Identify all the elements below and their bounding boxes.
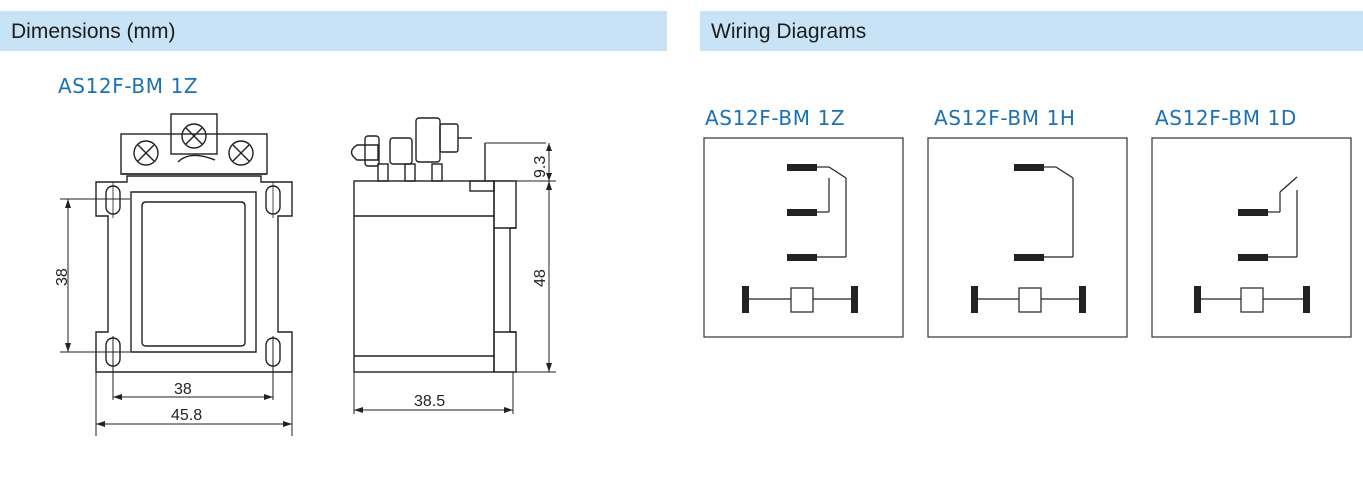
dim-side-depth: 38.5: [414, 393, 445, 410]
dimensions-header: Dimensions (mm): [0, 11, 667, 51]
dim-front-width-inner: 38: [174, 381, 192, 398]
wiring-title: Wiring Diagrams: [711, 20, 867, 43]
dim-top-height: 9.3: [532, 156, 549, 178]
wiring-model-label-1h: AS12F-BM 1H: [934, 106, 1076, 130]
dim-side-height: 48: [532, 269, 549, 287]
wiring-model-label-1d: AS12F-BM 1D: [1155, 106, 1297, 130]
dim-front-height: 38: [54, 268, 71, 286]
wiring-diagram-1d: [1151, 137, 1352, 338]
wiring-header: Wiring Diagrams: [700, 11, 1363, 51]
wiring-diagram-1h: [927, 137, 1128, 338]
dim-front-width-outer: 45.8: [171, 407, 202, 424]
terminal-screw-icon: [133, 140, 159, 166]
dimensions-title: Dimensions (mm): [11, 20, 176, 43]
wiring-diagram-1z: [703, 137, 904, 338]
wiring-model-label-1z: AS12F-BM 1Z: [705, 106, 846, 130]
dimensions-model-label: AS12F-BM 1Z: [58, 74, 199, 98]
